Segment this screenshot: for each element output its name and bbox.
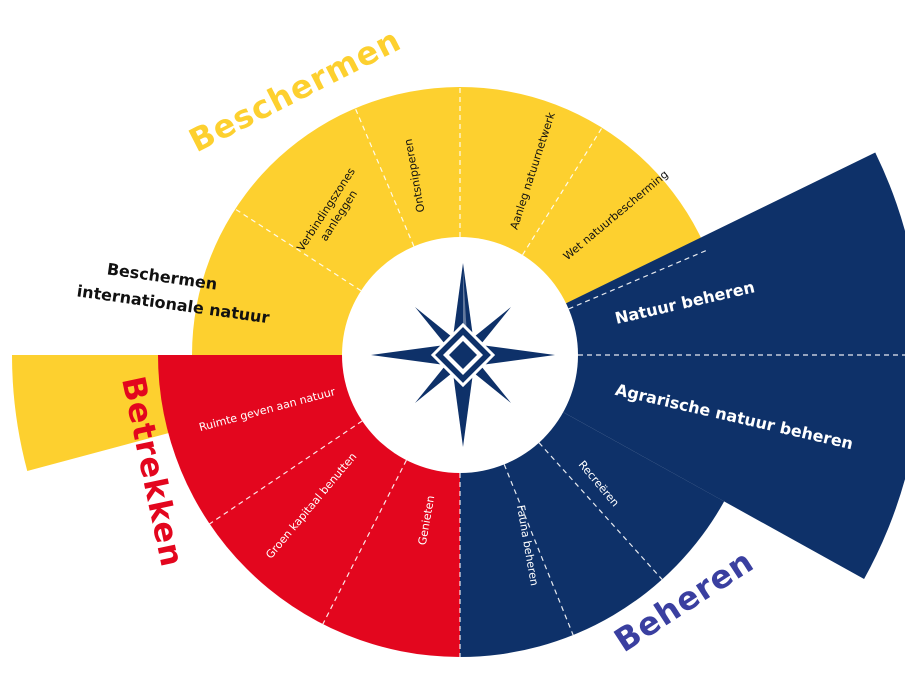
sector-beschermen-inner: [192, 87, 724, 356]
segment-divider: [322, 459, 407, 625]
segment-divider: [234, 208, 362, 292]
sector-beheren-outer: [460, 152, 905, 579]
segment-divider: [503, 464, 574, 636]
segment-divider: [354, 108, 415, 247]
compass-rose-icon: [371, 263, 555, 447]
segment-divider: [568, 249, 707, 310]
segment-divider: [209, 420, 363, 525]
segment-divider: [522, 127, 603, 256]
segment-dividers: [209, 87, 905, 657]
segment-divider: [538, 442, 663, 580]
